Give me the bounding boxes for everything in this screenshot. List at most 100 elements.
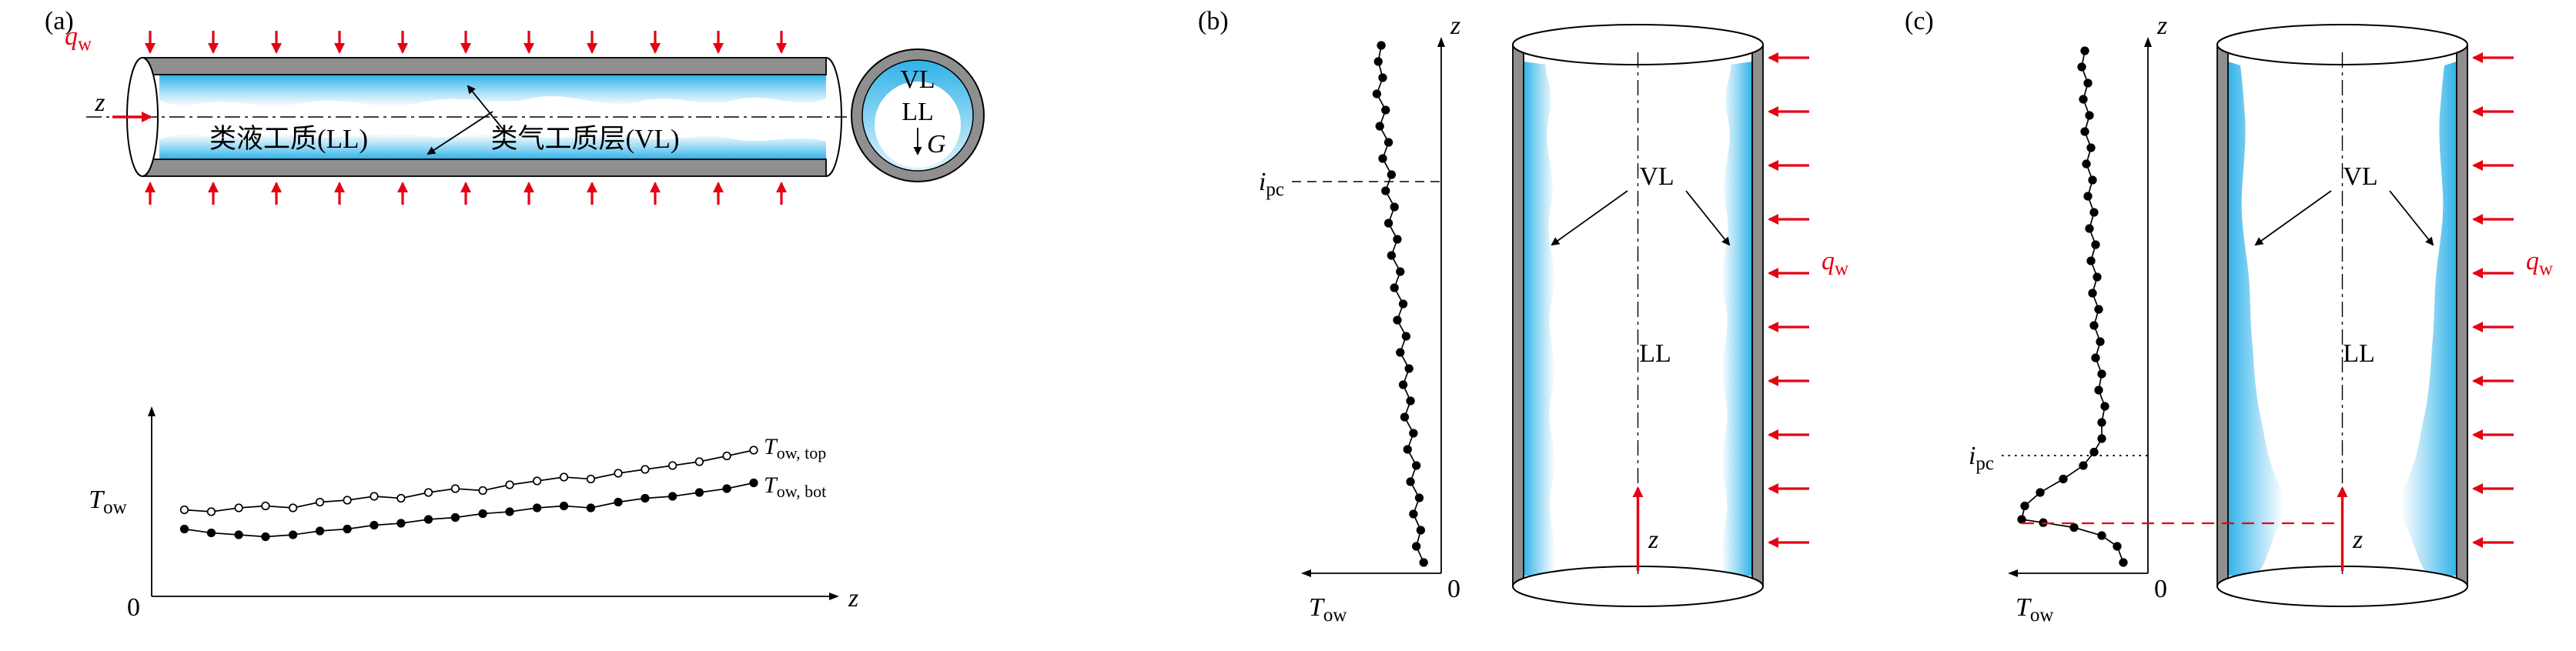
series-marker-filled-circle [1393, 315, 1402, 325]
series-marker-open-circle [641, 465, 650, 474]
series-marker-filled-circle [1381, 105, 1390, 115]
series-marker-filled-circle [1403, 445, 1412, 454]
panel-b: (b) z 0 Tow ipc VL LL z [1198, 7, 1848, 626]
series-marker-filled-circle [505, 507, 514, 516]
origin-label: 0 [2154, 575, 2167, 603]
series-marker-filled-circle [2094, 305, 2103, 314]
heat-flux-label-c: qw [2526, 247, 2553, 279]
origin-label: 0 [127, 593, 140, 622]
series-marker-filled-circle [2089, 447, 2099, 457]
horizontal-pipe: z 类液工质(LL) 类气工质层(VL) [86, 57, 847, 177]
series-marker-open-circle [532, 476, 542, 486]
vapor-layer-left [1524, 62, 1556, 576]
series-marker-open-circle [749, 446, 758, 455]
series-marker-filled-circle [1387, 170, 1397, 179]
series-marker-filled-circle [2077, 62, 2086, 72]
vertical-pipe-c: VL LL z [2216, 24, 2468, 607]
cross-section-vl-label: VL [900, 65, 935, 94]
chart-a-series [179, 446, 758, 542]
series-marker-open-circle [586, 474, 596, 484]
heat-flux-label-b: qw [1822, 247, 1848, 279]
chart-c-series [2017, 46, 2128, 567]
series-marker-open-circle [206, 507, 216, 516]
series-marker-filled-circle [2088, 289, 2097, 298]
pc-enthalpy-label: ipc [1969, 442, 1994, 474]
series-marker-filled-circle [614, 497, 623, 507]
series-marker-filled-circle [2089, 321, 2099, 330]
series-bot-label: Tow, bot [764, 472, 826, 501]
heat-arrows-a-top [145, 31, 787, 54]
series-marker-filled-circle [1409, 509, 1418, 519]
t-axis-label: Tow [2016, 593, 2053, 626]
series-marker-filled-circle [370, 520, 379, 530]
heat-arrows-c [2472, 52, 2514, 548]
series-marker-filled-circle [1398, 380, 1408, 389]
ll-label: LL [2343, 339, 2375, 368]
z-axis-label: z [1450, 12, 1460, 40]
series-marker-filled-circle [2086, 143, 2096, 152]
series-marker-filled-circle [2080, 46, 2089, 55]
series-marker-open-circle [667, 461, 677, 470]
series-marker-filled-circle [1393, 235, 1402, 244]
series-marker-filled-circle [2089, 208, 2099, 217]
flow-axis-label: z [94, 88, 105, 117]
vapor-like-label: 类气工质层(VL) [491, 124, 680, 154]
series-marker-filled-circle [179, 524, 189, 534]
wall-temperature-plot-b: z 0 Tow ipc [1259, 12, 1460, 626]
series-marker-filled-circle [2096, 337, 2105, 346]
series-marker-filled-circle [423, 515, 433, 524]
series-marker-open-circle [288, 503, 298, 512]
series-marker-filled-circle [1416, 526, 1426, 535]
vapor-layer-right [2400, 62, 2457, 576]
series-marker-filled-circle [2017, 515, 2026, 524]
vapor-layer-top [159, 75, 826, 107]
series-marker-filled-circle [1406, 477, 1415, 486]
vapor-layer-right [1721, 62, 1752, 576]
vl-label: VL [2343, 162, 2377, 191]
series-marker-filled-circle [1396, 348, 1405, 357]
series-marker-filled-circle [1378, 73, 1387, 82]
series-marker-filled-circle [586, 503, 596, 512]
series-marker-open-circle [370, 492, 379, 501]
series-marker-filled-circle [2113, 542, 2122, 551]
series-marker-filled-circle [694, 488, 704, 497]
vl-pointer-right [2389, 190, 2434, 246]
series-marker-filled-circle [2079, 461, 2088, 470]
series-marker-open-circle [315, 497, 325, 507]
series-marker-filled-circle [1387, 251, 1397, 260]
series-marker-filled-circle [315, 526, 325, 536]
series-marker-filled-circle [1373, 57, 1383, 66]
pipe-wall-left [2216, 44, 2229, 587]
cross-section-ll-label: LL [902, 98, 934, 126]
series-marker-filled-circle [2097, 531, 2106, 540]
series-marker-filled-circle [2097, 434, 2106, 443]
liquid-like-label: 类液工质(LL) [209, 124, 368, 154]
series-marker-filled-circle [2088, 175, 2097, 185]
series-marker-filled-circle [2083, 192, 2093, 201]
series-marker-filled-circle [2086, 256, 2096, 265]
series-marker-filled-circle [722, 484, 731, 493]
gravity-label: G [927, 130, 946, 159]
flow-axis-label: z [2352, 526, 2363, 554]
series-marker-filled-circle [1406, 396, 1415, 406]
panel-c: (c) z 0 Tow ipc VL LL z [1905, 7, 2553, 626]
heat-arrows-b [1768, 52, 1809, 548]
panel-c-label: (c) [1905, 7, 1934, 35]
series-marker-filled-circle [1390, 283, 1399, 292]
series-marker-filled-circle [2036, 488, 2045, 497]
series-marker-filled-circle [1383, 138, 1393, 147]
vl-pointer-left [2254, 190, 2332, 246]
series-marker-filled-circle [2097, 369, 2106, 379]
z-axis-label: z [2156, 12, 2167, 40]
series-marker-open-circle [614, 469, 623, 478]
pipe-wall-left [1512, 44, 1524, 587]
series-line [184, 482, 754, 538]
wall-temperature-plot-a: 0 Tow z Tow, top Tow, bot [89, 406, 858, 622]
cross-section-liquid-core [875, 82, 961, 168]
series-marker-open-circle [722, 451, 731, 461]
series-marker-open-circle [234, 503, 243, 512]
series-marker-filled-circle [206, 528, 216, 538]
pipe-wall-right [2456, 44, 2468, 587]
series-marker-filled-circle [667, 492, 677, 501]
